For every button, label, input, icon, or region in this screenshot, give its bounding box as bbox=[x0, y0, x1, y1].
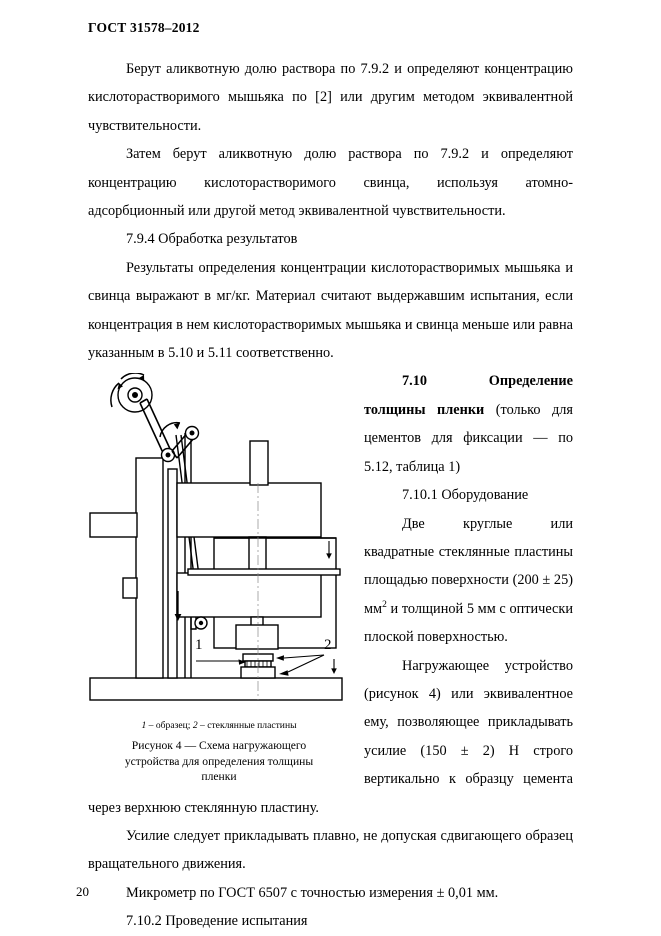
upper-beam bbox=[176, 482, 322, 539]
column-detail-box bbox=[122, 577, 138, 600]
paragraph-loading-device: Нагружающее устройство (рисунок 4) или э… bbox=[88, 657, 573, 816]
figure-4-block: 1 2 1 – образец; 2 – стеклянные пластины… bbox=[88, 373, 350, 785]
clause-7-10-heading: 7.10 Определение толщины пленки (только … bbox=[88, 367, 573, 481]
figure-4-drawing: 1 2 bbox=[88, 373, 350, 713]
main-column bbox=[135, 457, 164, 680]
glass-plates-text-start: Две круглые или квадратные стеклянные пл… bbox=[364, 515, 573, 617]
callout-2-leader-upper bbox=[283, 654, 325, 660]
paragraph-glass-plates: Две круглые или квадратные стеклянные пл… bbox=[88, 510, 573, 652]
force-arrow-down-far-head bbox=[331, 668, 337, 675]
drive-wheel-center bbox=[132, 392, 138, 399]
figure-caption: Рисунок 4 — Схема нагружающего устройств… bbox=[88, 738, 350, 785]
paragraph-micrometer: Микрометр по ГОСТ 6507 с точностью измер… bbox=[126, 884, 499, 901]
crank-arm-upper-a bbox=[139, 403, 165, 456]
base-plate bbox=[89, 677, 343, 702]
rotation-arrow-wheel-head bbox=[117, 383, 123, 390]
legend-num-2: 2 bbox=[192, 720, 198, 732]
crank-arm-lower-b bbox=[176, 437, 195, 459]
clause-7-10-title: 7.10 Определение толщины пленки bbox=[364, 373, 573, 418]
force-arrow-down-left-head bbox=[174, 614, 182, 622]
callout-label-1: 1 bbox=[195, 637, 203, 653]
clause-7-10-note: (только для цементов для фиксации — по 5… bbox=[364, 401, 573, 475]
force-arrow-down-right-head bbox=[326, 553, 332, 560]
loading-device-schematic: 1 2 bbox=[89, 373, 343, 702]
top-pivot-pin bbox=[189, 430, 195, 436]
rotation-arrow-elbow bbox=[159, 422, 181, 438]
weight-post bbox=[249, 440, 269, 487]
crank-arm-upper-b bbox=[146, 399, 172, 452]
figure-caption-line-2: устройства для определения толщины bbox=[124, 754, 314, 768]
rotation-arrow-elbow-head bbox=[173, 423, 180, 430]
clause-7-10-1-heading: 7.10.1 Оборудование bbox=[402, 487, 529, 504]
paragraph-results-processing: Результаты определения концентрации кисл… bbox=[88, 259, 573, 362]
paragraph-arsenic-aliquot: Берут аликвотную долю раствора по 7.9.2 … bbox=[88, 61, 573, 134]
callout-1-arrowhead bbox=[238, 659, 246, 666]
callout-2-arrowhead-lower bbox=[279, 670, 289, 677]
callout-2-leader-lower bbox=[287, 654, 325, 673]
paragraph-lead-aliquot: Затем берут аликвотную долю раствора по … bbox=[88, 146, 573, 220]
figure-caption-line-3: пленки bbox=[201, 770, 237, 784]
figure-caption-line-1: Рисунок 4 — Схема нагружающего bbox=[131, 739, 307, 753]
rotation-arrow-top-head bbox=[138, 375, 145, 382]
legend-num-1: 1 bbox=[141, 720, 147, 732]
lower-beam bbox=[176, 572, 322, 619]
glass-plates-text-end: и толщиной 5 мм с оптически плоской пове… bbox=[364, 600, 573, 646]
bottom-pivot-pin bbox=[198, 621, 204, 626]
document-body: Берут аликвотную долю раствора по 7.9.2 … bbox=[88, 55, 573, 936]
left-arm bbox=[89, 512, 138, 539]
callout-label-2: 2 bbox=[324, 637, 332, 653]
page-number: 20 bbox=[76, 884, 89, 899]
rotation-arrow-top bbox=[120, 373, 145, 381]
figure-legend: 1 – образец; 2 – стеклянные пластины bbox=[88, 719, 350, 733]
legend-text-2: – стеклянные пластины bbox=[197, 720, 297, 732]
legend-text-1: – образец; bbox=[146, 720, 193, 732]
clause-7-9-4-heading: 7.9.4 Обработка результатов bbox=[126, 231, 298, 248]
document-header: ГОСТ 31578–2012 bbox=[88, 20, 200, 35]
rotation-arrow-wheel bbox=[110, 382, 120, 408]
square-millimetre-exponent: 2 bbox=[382, 599, 387, 610]
pivot-bar bbox=[187, 568, 341, 577]
elbow-joint-pin bbox=[165, 452, 171, 458]
callout-2-arrowhead-upper bbox=[276, 655, 284, 662]
clause-7-10-2-heading: 7.10.2 Проведение испытания bbox=[126, 913, 308, 930]
secondary-column bbox=[167, 468, 178, 680]
paragraph-force-application: Усилие следует прикладывать плавно, не д… bbox=[88, 827, 573, 873]
presser-block bbox=[235, 624, 279, 651]
